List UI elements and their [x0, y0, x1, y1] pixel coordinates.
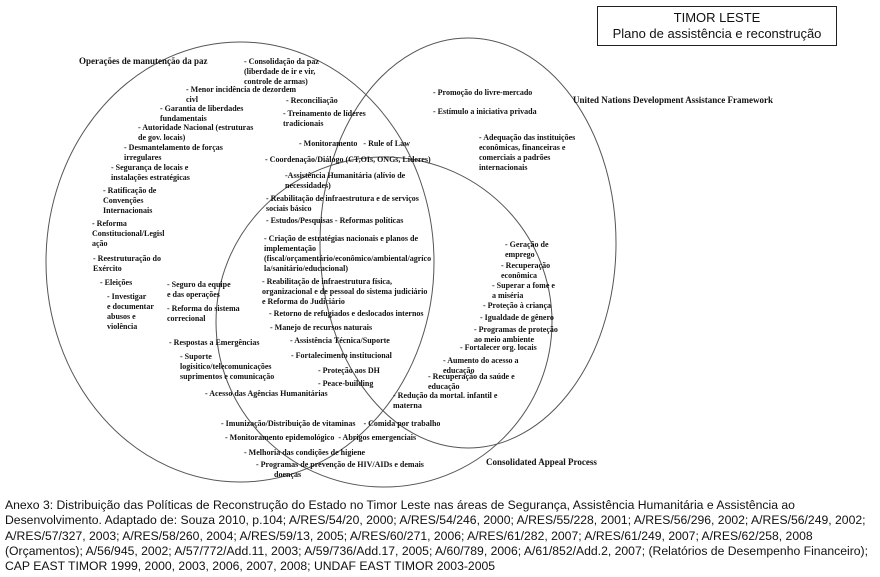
item-criacao-estrategias: - Criação de estratégias nacionais e pla… — [264, 234, 432, 273]
figure-caption: Anexo 3: Distribuição das Políticas de R… — [5, 498, 868, 574]
humanitarian-circle — [215, 156, 553, 488]
set-label-development: United Nations Development Assistance Fr… — [573, 95, 773, 105]
item-reconciliacao: - Reconciliação — [286, 96, 338, 105]
title-box: TIMOR LESTE Plano de assistência e recon… — [597, 6, 837, 46]
title-country: TIMOR LESTE — [673, 10, 761, 25]
development-circle — [319, 37, 617, 449]
item-recuperacao-economica: - Recuperação econômica — [501, 261, 551, 280]
item-desmantelamento: - Desmantelamento de forças irregulares — [124, 143, 223, 162]
item-aumento-educacao: - Aumento do acesso a educação — [443, 356, 519, 375]
item-autoridade-nacional: - Autoridade Nacional (estruturas de gov… — [138, 123, 254, 142]
item-ratificacao: - Ratificação de Convenções Internaciona… — [103, 186, 157, 215]
venn-circles — [45, 37, 617, 488]
item-retorno-refugiados: - Retorno de refugiados e deslocados int… — [269, 309, 424, 318]
item-reabilitacao-servicos: - Reabilitação de infraestrutura e de se… — [266, 194, 419, 213]
item-suporte-logistico: - Suporte logísitico/telecomunicações su… — [180, 352, 275, 381]
item-reestruturacao-exercito: - Reestruturação do Exército — [93, 254, 161, 273]
item-assistencia-humanitaria: -Assistência Humanitária (alívio de nece… — [285, 171, 406, 190]
item-garantia-liberdades: - Garantia de liberdades fundamentais — [160, 104, 244, 123]
set-label-security: Operações de manutenção da paz — [79, 56, 208, 66]
item-monitoramento-abrigos: - Monitoramento epidemológico - Abrigos … — [225, 433, 417, 442]
item-coordenacao: - Coordenação/Diálogo (CT,OIs, ONGs, Líd… — [265, 155, 431, 164]
item-respostas-emergencias: - Respostas a Emergências — [169, 338, 260, 347]
item-programas-ambiente: - Programas de proteção ao meio ambiente — [474, 325, 558, 344]
item-investigar: - Investigar e documentar abusos e violê… — [107, 292, 154, 331]
item-estudos-reformas: - Estudos/Pesquisas - Reformas políticas — [266, 216, 404, 225]
item-imunizacao-comida: - Imunização/Distribuição de vitaminas -… — [221, 419, 441, 428]
item-adequacao-instituicoes: - Adequação das instituições econômicas,… — [479, 133, 576, 172]
item-protecao-dh: - Proteção aos DH — [318, 366, 380, 375]
item-fortalecer-org: - Fortalecer org. locais — [460, 343, 537, 352]
item-promocao-mercado: - Promoção do livre-mercado — [433, 88, 533, 97]
item-programas-hiv: - Programas de prevenção de HIV/AIDs e d… — [256, 460, 424, 479]
item-menor-incidencia: - Menor incidência de dezordem civl — [186, 85, 297, 104]
item-estimulo-privada: - Estímulo a iniciativa privada — [433, 107, 537, 116]
item-recuperacao-saude: - Recuperação da saúde e educação — [428, 372, 515, 391]
item-acesso-agencias: - Acesso das Agências Humanitárias — [205, 389, 328, 398]
item-geracao-emprego: - Geração de emprego — [505, 240, 549, 259]
item-igualdade-genero: - Igualdade de gênero — [480, 313, 554, 322]
item-assistencia-tecnica: - Assistência Técnica/Suporte — [290, 336, 390, 345]
title-subtitle: Plano de assistência e reconstrução — [612, 26, 822, 41]
item-melhoria-higiene: - Melhoria das condições de higiene — [244, 448, 366, 457]
item-treinamento-lideres: - Treinamento de líderes tradicionais — [283, 109, 366, 128]
item-peace-building: - Peace-building — [318, 379, 374, 388]
item-monitoramento-rule-of-law: - Monitoramento - Rule of Law — [299, 139, 410, 148]
item-fortalecimento: - Fortalecimento institucional — [291, 351, 392, 360]
item-superar-fome: - Superar a fome e a miséria — [492, 281, 555, 300]
item-reforma-constitucional: - Reforma Constitucional/Legisl ação — [92, 219, 165, 248]
security-circle — [45, 41, 435, 483]
item-protecao-crianca: - Proteção à criança — [483, 301, 552, 310]
item-manejo-recursos: - Manejo de recursos naturais — [270, 323, 373, 332]
item-seguranca-locais: - Segurança de locais e instalações estr… — [111, 163, 190, 182]
venn-diagram: TIMOR LESTE Plano de assistência e recon… — [45, 6, 837, 488]
item-consolidacao-paz: - Consolidação da paz (liberdade de ir e… — [244, 57, 319, 86]
set-label-humanitarian: Consolidated Appeal Process — [486, 457, 597, 467]
item-reducao-mortalidade: - Redução da mortal. infantil e materna — [393, 391, 498, 410]
item-seguro-equipe: - Seguro da equipe e das operações — [167, 280, 231, 299]
item-reabilitacao-judiciario: - Reabilitação de infraestrutura física,… — [262, 277, 428, 306]
item-reforma-correcional: - Reforma do sistema correcional — [167, 304, 240, 323]
item-eleicoes: - Eleições — [100, 278, 133, 287]
